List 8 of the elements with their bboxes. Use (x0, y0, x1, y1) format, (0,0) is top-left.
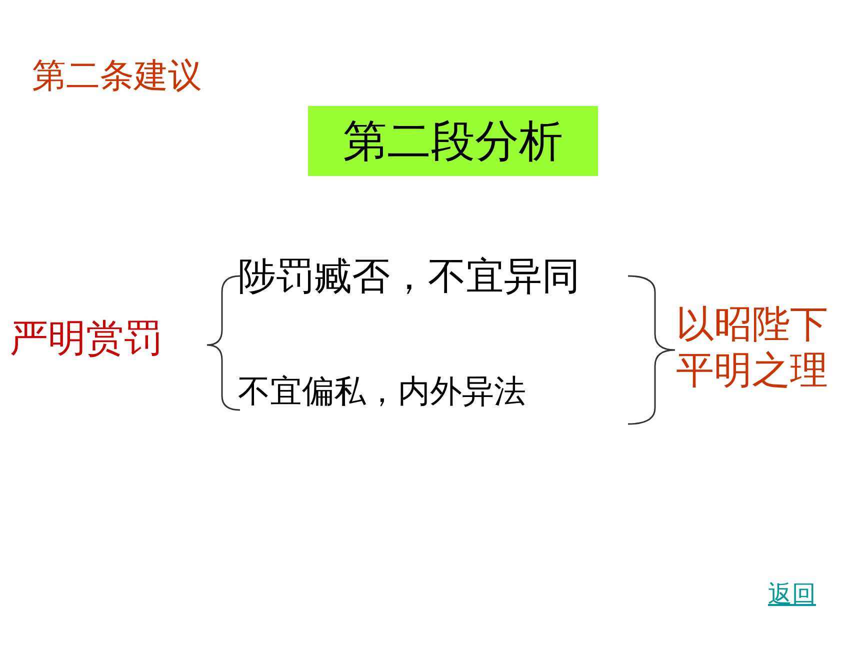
heading-box (308, 106, 598, 176)
clause-text: 不宜偏私，内外异法 (238, 372, 526, 410)
heading-text: 第二段分析 (343, 114, 563, 168)
back-link: 返回 (768, 580, 816, 609)
conclusion-text: 以昭陛下平明之理 (676, 302, 829, 394)
slide-title: 第二条建议 (32, 56, 202, 97)
theme-text: 严明赏罚 (10, 316, 162, 362)
clause-text: 陟罚臧否，不宜异同 (238, 254, 580, 300)
